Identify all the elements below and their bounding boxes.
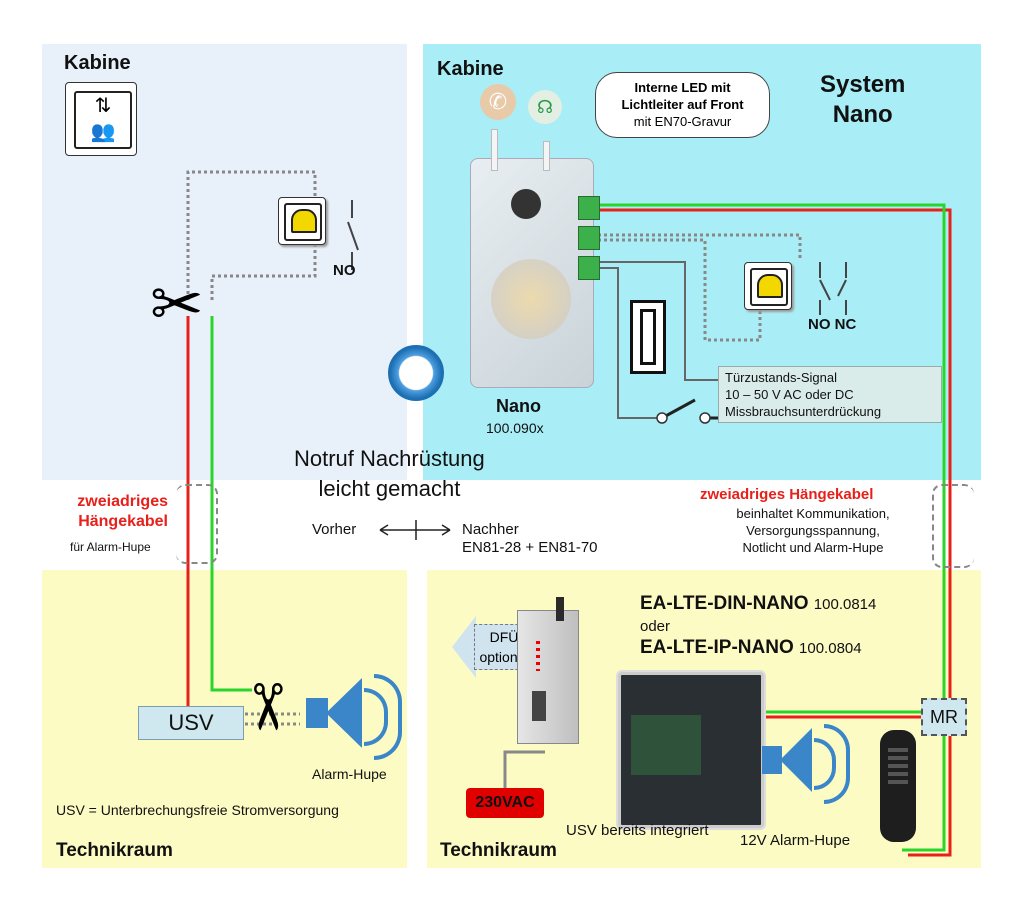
alarm-button-before — [278, 197, 326, 245]
right-cable-desc: beinhaltet Kommunikation, Versorgungsspa… — [708, 505, 918, 556]
intercom-handset — [880, 730, 916, 842]
usv-integrated-label: USV bereits integriert — [566, 822, 709, 839]
usv-legend: USV = Unterbrechungsfreie Stromversorgun… — [56, 802, 339, 818]
mr-box: MR — [921, 698, 967, 736]
right-cable-title: zweiadriges Hängekabel — [700, 486, 874, 503]
door-signal-line1: Türzustands-Signal — [725, 370, 837, 385]
machine-room-title-nano: Technikraum — [440, 840, 557, 861]
after-label: Nachher — [462, 521, 519, 538]
switch-no-nc-label: NO NC — [808, 316, 857, 333]
right-cable-line1: beinhaltet Kommunikation, — [736, 506, 890, 521]
nano-device-name: Nano — [496, 396, 541, 416]
product1-name: EA-LTE-DIN-NANO 100.0814 — [640, 593, 876, 615]
product1-number: 100.0814 — [813, 596, 877, 613]
right-cable-line2: Versorgungsspannung, — [746, 523, 880, 538]
ip-enclosure-device — [618, 672, 764, 828]
left-cable-desc: für Alarm-Hupe — [70, 540, 151, 554]
horn-icon-left — [306, 668, 406, 760]
callout-line3: mit EN70-Gravur — [633, 114, 732, 129]
cabin-title-before: Kabine — [64, 52, 131, 74]
horn-icon-right — [762, 718, 852, 804]
alarm-button-nano — [744, 262, 792, 310]
headline: Notruf Nachrüstung leicht gemacht — [294, 444, 485, 504]
dfu-line2: optional — [479, 649, 529, 665]
usv-box: USV — [138, 706, 244, 740]
left-cable-line2: Hängekabel — [78, 513, 168, 530]
din-rail-device — [517, 597, 579, 744]
headline-line2: leicht gemacht — [318, 476, 461, 501]
brace-left — [176, 484, 218, 564]
product1-title: EA-LTE-DIN-NANO — [640, 593, 809, 614]
horn-label-left: Alarm-Hupe — [312, 766, 387, 782]
power-badge: 230VAC — [466, 788, 544, 818]
cabin-title-nano: Kabine — [437, 58, 504, 80]
terminal-blocks — [578, 196, 600, 280]
system-title-line1: System — [820, 71, 906, 98]
scissors-icon-bottom: ✂ — [230, 680, 303, 734]
nano-device-number: 100.090x — [486, 420, 544, 436]
right-cable-line3: Notlicht und Alarm-Hupe — [742, 540, 884, 555]
callout-line2: Lichtleiter auf Front — [621, 97, 744, 112]
switch-no-label: NO — [333, 262, 356, 279]
scissors-icon-top: ✂ — [150, 268, 204, 340]
door-signal-info: Türzustands-Signal 10 – 50 V AC oder DC … — [718, 366, 942, 423]
hearing-icon: ☊ — [528, 90, 562, 124]
machine-room-title-before: Technikraum — [56, 840, 173, 861]
door-contact-icon — [630, 300, 666, 374]
horn-label-right: 12V Alarm-Hupe — [740, 832, 851, 849]
product2-title: EA-LTE-IP-NANO — [640, 637, 794, 658]
left-cable-title: zweiadriges Hängekabel — [58, 492, 168, 532]
bell-icon — [291, 209, 317, 233]
standards-label: EN81-28 + EN81-70 — [462, 539, 598, 556]
headline-line1: Notruf Nachrüstung — [294, 446, 485, 471]
left-cable-line1: zweiadriges — [77, 493, 168, 510]
brace-right — [932, 484, 974, 568]
product2-name: EA-LTE-IP-NANO 100.0804 — [640, 637, 862, 659]
door-signal-line2: 10 – 50 V AC oder DC — [725, 387, 854, 402]
elevator-icon: ⇅👥 — [65, 82, 137, 156]
or-label: oder — [640, 618, 671, 635]
bell-icon-nano — [757, 274, 783, 298]
dfu-line1: DFÜ — [489, 629, 519, 645]
before-label: Vorher — [312, 521, 357, 538]
phone-icon: ✆ — [480, 84, 516, 120]
stopwatch-icon — [388, 345, 444, 401]
callout-bubble: Interne LED mit Lichtleiter auf Front mi… — [595, 72, 770, 138]
callout-line1: Interne LED mit — [634, 80, 731, 95]
product2-number: 100.0804 — [799, 640, 862, 657]
door-signal-line3: Missbrauchsunterdrückung — [725, 404, 882, 419]
system-title-line2: Nano — [832, 101, 893, 128]
nano-device — [470, 129, 594, 388]
